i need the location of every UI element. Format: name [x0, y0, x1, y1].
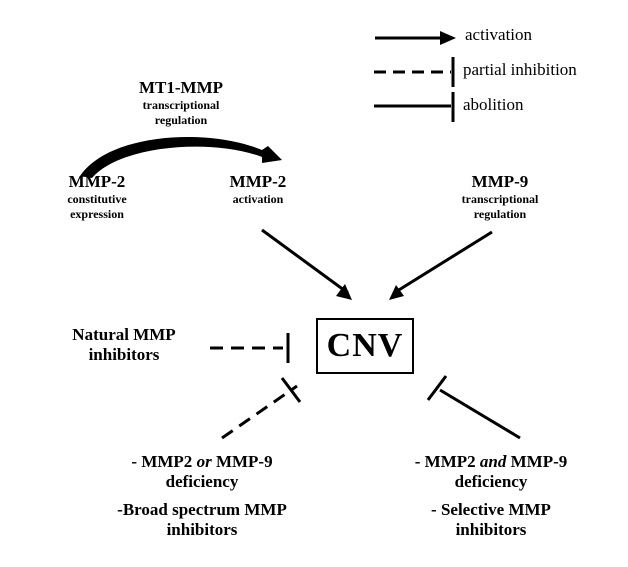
lower-right-line4: inhibitors — [455, 520, 527, 539]
lower-right-line3: - Selective MMP — [431, 500, 551, 519]
cnv-box: CNV — [316, 318, 414, 374]
mt1mmp-node: MT1-MMP transcriptional regulation — [118, 78, 244, 128]
mt1mmp-curved-arrow — [80, 136, 282, 178]
lower-left-text: - MMP2 or MMP-9 deficiency -Broad spectr… — [92, 452, 312, 540]
mmp2-constitutive-title: MMP-2 — [68, 172, 126, 191]
legend-activation-label: activation — [465, 25, 533, 44]
mmp9-node: MMP-9 transcriptional regulation — [440, 172, 560, 222]
lower-right-line1: - MMP2 and MMP-9 — [390, 452, 592, 472]
lower-right-line1-em: and — [479, 452, 507, 471]
mmp2-constitutive-node: MMP-2 constitutive expression — [44, 172, 150, 222]
lower-left-line2: deficiency — [165, 472, 239, 491]
arrow-mmp2-to-cnv — [261, 228, 352, 300]
lower-left-line1-post: MMP-9 — [211, 452, 273, 471]
natural-inhibitors-line2: inhibitors — [88, 345, 160, 364]
mmp9-sub-line2: regulation — [473, 207, 527, 221]
arrow-mmp9-to-cnv — [389, 230, 493, 300]
lower-left-line4: inhibitors — [166, 520, 238, 539]
mmp9-sub-line1: transcriptional — [461, 192, 539, 206]
mt1mmp-title: MT1-MMP — [138, 78, 224, 97]
lower-right-line1-pre: - MMP2 — [414, 452, 480, 471]
legend-partial-inhibition-symbol — [374, 57, 455, 87]
lower-right-text: - MMP2 and MMP-9 deficiency - Selective … — [390, 452, 592, 540]
mmp2-activation-sub-line1: activation — [232, 192, 284, 206]
abolition-lower-right — [426, 375, 521, 440]
natural-inhibitors-line1: Natural MMP — [72, 325, 176, 344]
lower-left-line1: - MMP2 or MMP-9 — [92, 452, 312, 472]
lower-right-line2: deficiency — [454, 472, 528, 491]
natural-inhibitors-node: Natural MMP inhibitors — [56, 325, 192, 365]
lower-left-line1-pre: - MMP2 — [131, 452, 197, 471]
mt1mmp-sub-line1: transcriptional — [142, 98, 220, 112]
mmp2-activation-title: MMP-2 — [229, 172, 287, 191]
partial-inhibition-lower-left — [221, 377, 302, 440]
legend-abolition-symbol — [374, 92, 455, 122]
legend-activation-symbol — [375, 31, 456, 45]
lower-left-line1-em: or — [196, 452, 212, 471]
mmp2-activation-node: MMP-2 activation — [208, 172, 308, 207]
lower-right-line1-post: MMP-9 — [506, 452, 568, 471]
legend-partial-inhibition-label: partial inhibition — [463, 60, 577, 79]
mmp2-constitutive-sub-line1: constitutive — [67, 192, 127, 206]
mmp2-constitutive-sub-line2: expression — [70, 207, 124, 221]
partial-inhibition-natural — [210, 333, 290, 363]
mt1mmp-sub-line2: regulation — [154, 113, 208, 127]
lower-left-line3: -Broad spectrum MMP — [117, 500, 287, 519]
cnv-label: CNV — [326, 327, 404, 364]
legend-abolition-label: abolition — [463, 95, 524, 114]
mmp9-title: MMP-9 — [471, 172, 529, 191]
